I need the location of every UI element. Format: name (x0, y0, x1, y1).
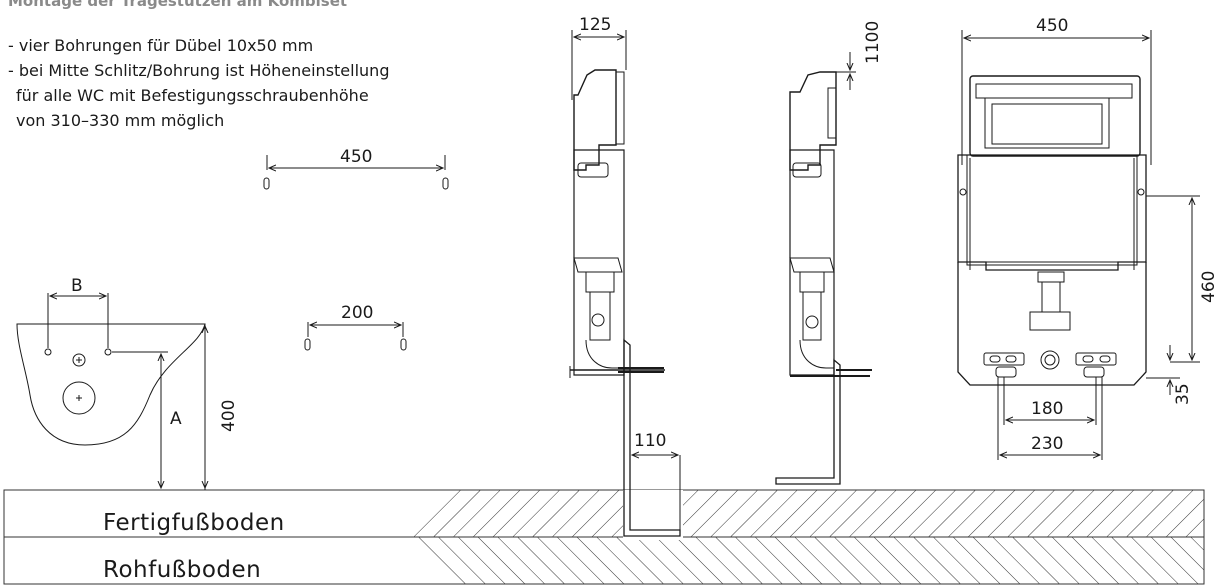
dim-110: 110 (634, 431, 666, 451)
wc-bowl-front: B A 400 (16, 276, 239, 490)
dim-230: 230 (1031, 434, 1063, 454)
dim-A: A (170, 409, 182, 429)
finished-floor-label: Fertigfußboden (103, 510, 285, 536)
drill-slot-right (400, 338, 407, 351)
bracket-gap (623, 490, 683, 540)
dim-400: 400 (219, 400, 239, 432)
dim-1100: 1100 (863, 21, 883, 64)
side-view-frame-2: 1100 (775, 21, 883, 485)
drill-slot-right (442, 177, 449, 190)
section-heading: Montage der Tragestützen am Kombiset (8, 0, 348, 10)
dim-125: 125 (579, 15, 611, 35)
front-view-frame: 450 180 (957, 16, 1216, 460)
drill-pattern-450: 450 (263, 147, 449, 190)
drill-slot-left (304, 338, 311, 351)
raw-floor-label: Rohfußboden (103, 557, 261, 583)
floor-section: Fertigfußboden Rohfußboden (3, 489, 1205, 585)
dim-B: B (71, 276, 83, 296)
note-line-4: von 310–330 mm möglich (16, 111, 225, 130)
dim-35: 35 (1173, 383, 1193, 405)
side-view-frame: 125 110 (569, 15, 681, 537)
drill-pattern-200: 200 (304, 303, 407, 351)
dim-450-front: 450 (1036, 16, 1068, 36)
note-line-2: - bei Mitte Schlitz/Bohrung ist Höhenein… (8, 61, 390, 80)
dim-450-drill: 450 (340, 147, 372, 167)
raw-floor-hatch (405, 537, 1204, 584)
dim-460: 460 (1199, 271, 1216, 303)
dim-200-drill: 200 (341, 303, 373, 323)
finished-floor-hatch (405, 490, 1204, 537)
dim-180: 180 (1031, 399, 1063, 419)
note-line-1: - vier Bohrungen für Dübel 10x50 mm (8, 36, 314, 55)
drill-slot-left (263, 177, 270, 190)
note-line-3: für alle WC mit Befestigungsschraubenhöh… (16, 86, 369, 105)
